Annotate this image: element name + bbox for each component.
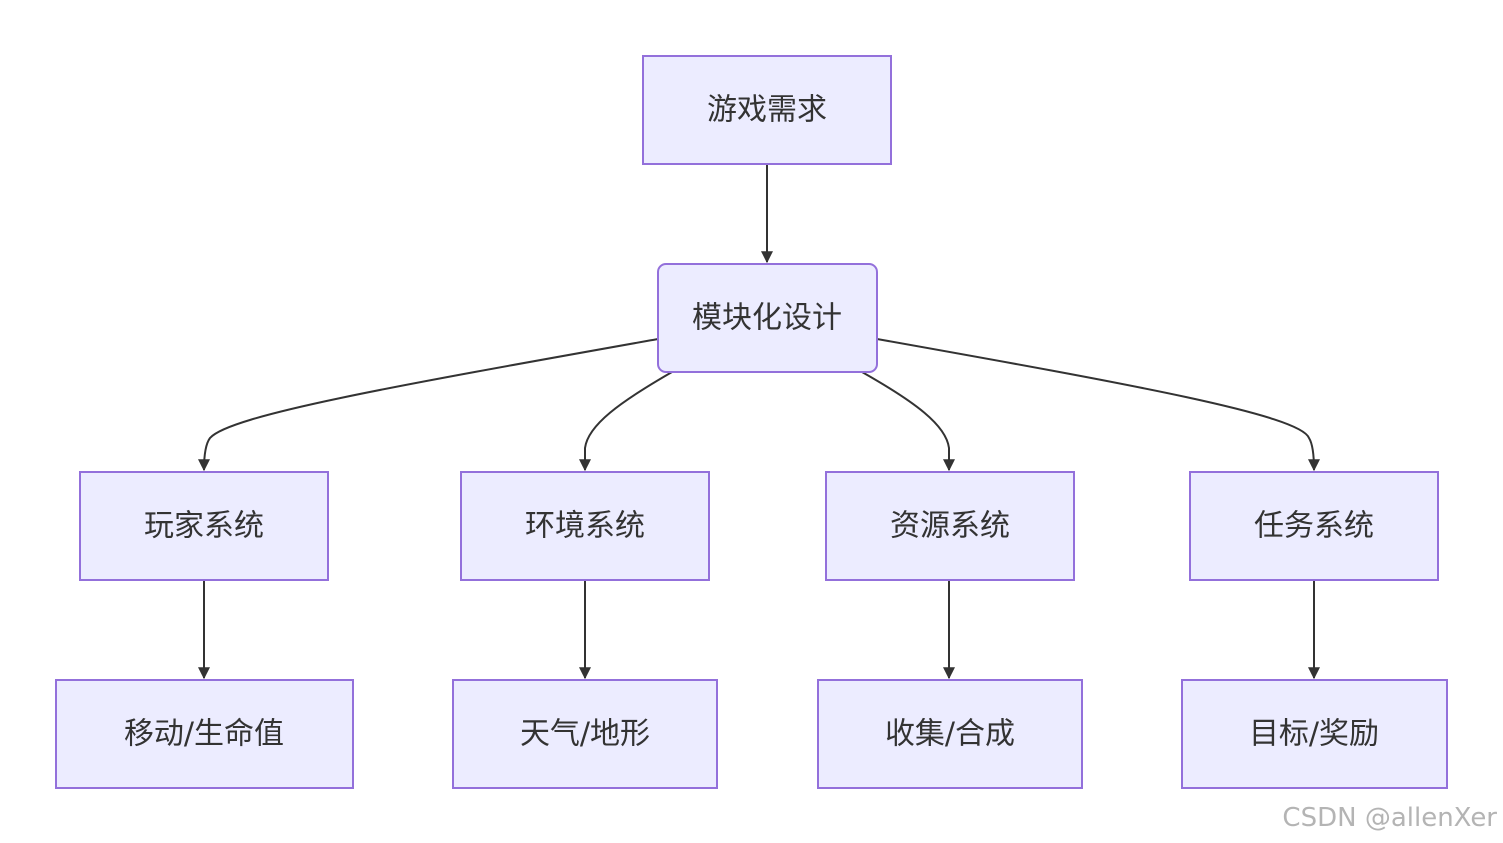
edge-module-to-task bbox=[876, 338, 1320, 472]
node-root: 游戏需求 bbox=[642, 55, 892, 165]
node-task-detail-label: 目标/奖励 bbox=[1249, 717, 1379, 752]
node-player-detail: 移动/生命值 bbox=[55, 679, 354, 789]
edge-module-to-resource bbox=[861, 371, 955, 472]
node-module-label: 模块化设计 bbox=[692, 301, 842, 336]
node-resource: 资源系统 bbox=[825, 471, 1075, 581]
edges bbox=[198, 164, 1320, 680]
watermark-text: CSDN @allenXer bbox=[1282, 803, 1497, 833]
node-module: 模块化设计 bbox=[657, 263, 878, 373]
node-player-detail-label: 移动/生命值 bbox=[124, 717, 284, 752]
node-resource-detail: 收集/合成 bbox=[817, 679, 1083, 789]
node-task-detail: 目标/奖励 bbox=[1181, 679, 1448, 789]
node-resource-detail-label: 收集/合成 bbox=[885, 717, 1015, 752]
node-task-label: 任务系统 bbox=[1254, 509, 1374, 544]
node-environment-label: 环境系统 bbox=[525, 509, 645, 544]
edge-module-to-environment bbox=[579, 371, 673, 472]
node-player-label: 玩家系统 bbox=[144, 509, 264, 544]
node-player: 玩家系统 bbox=[79, 471, 329, 581]
node-root-label: 游戏需求 bbox=[707, 93, 827, 128]
node-environment: 环境系统 bbox=[460, 471, 710, 581]
node-task: 任务系统 bbox=[1189, 471, 1439, 581]
edge-module-to-player bbox=[198, 338, 659, 472]
node-resource-label: 资源系统 bbox=[890, 509, 1010, 544]
node-environment-detail-label: 天气/地形 bbox=[520, 717, 650, 752]
node-environment-detail: 天气/地形 bbox=[452, 679, 718, 789]
